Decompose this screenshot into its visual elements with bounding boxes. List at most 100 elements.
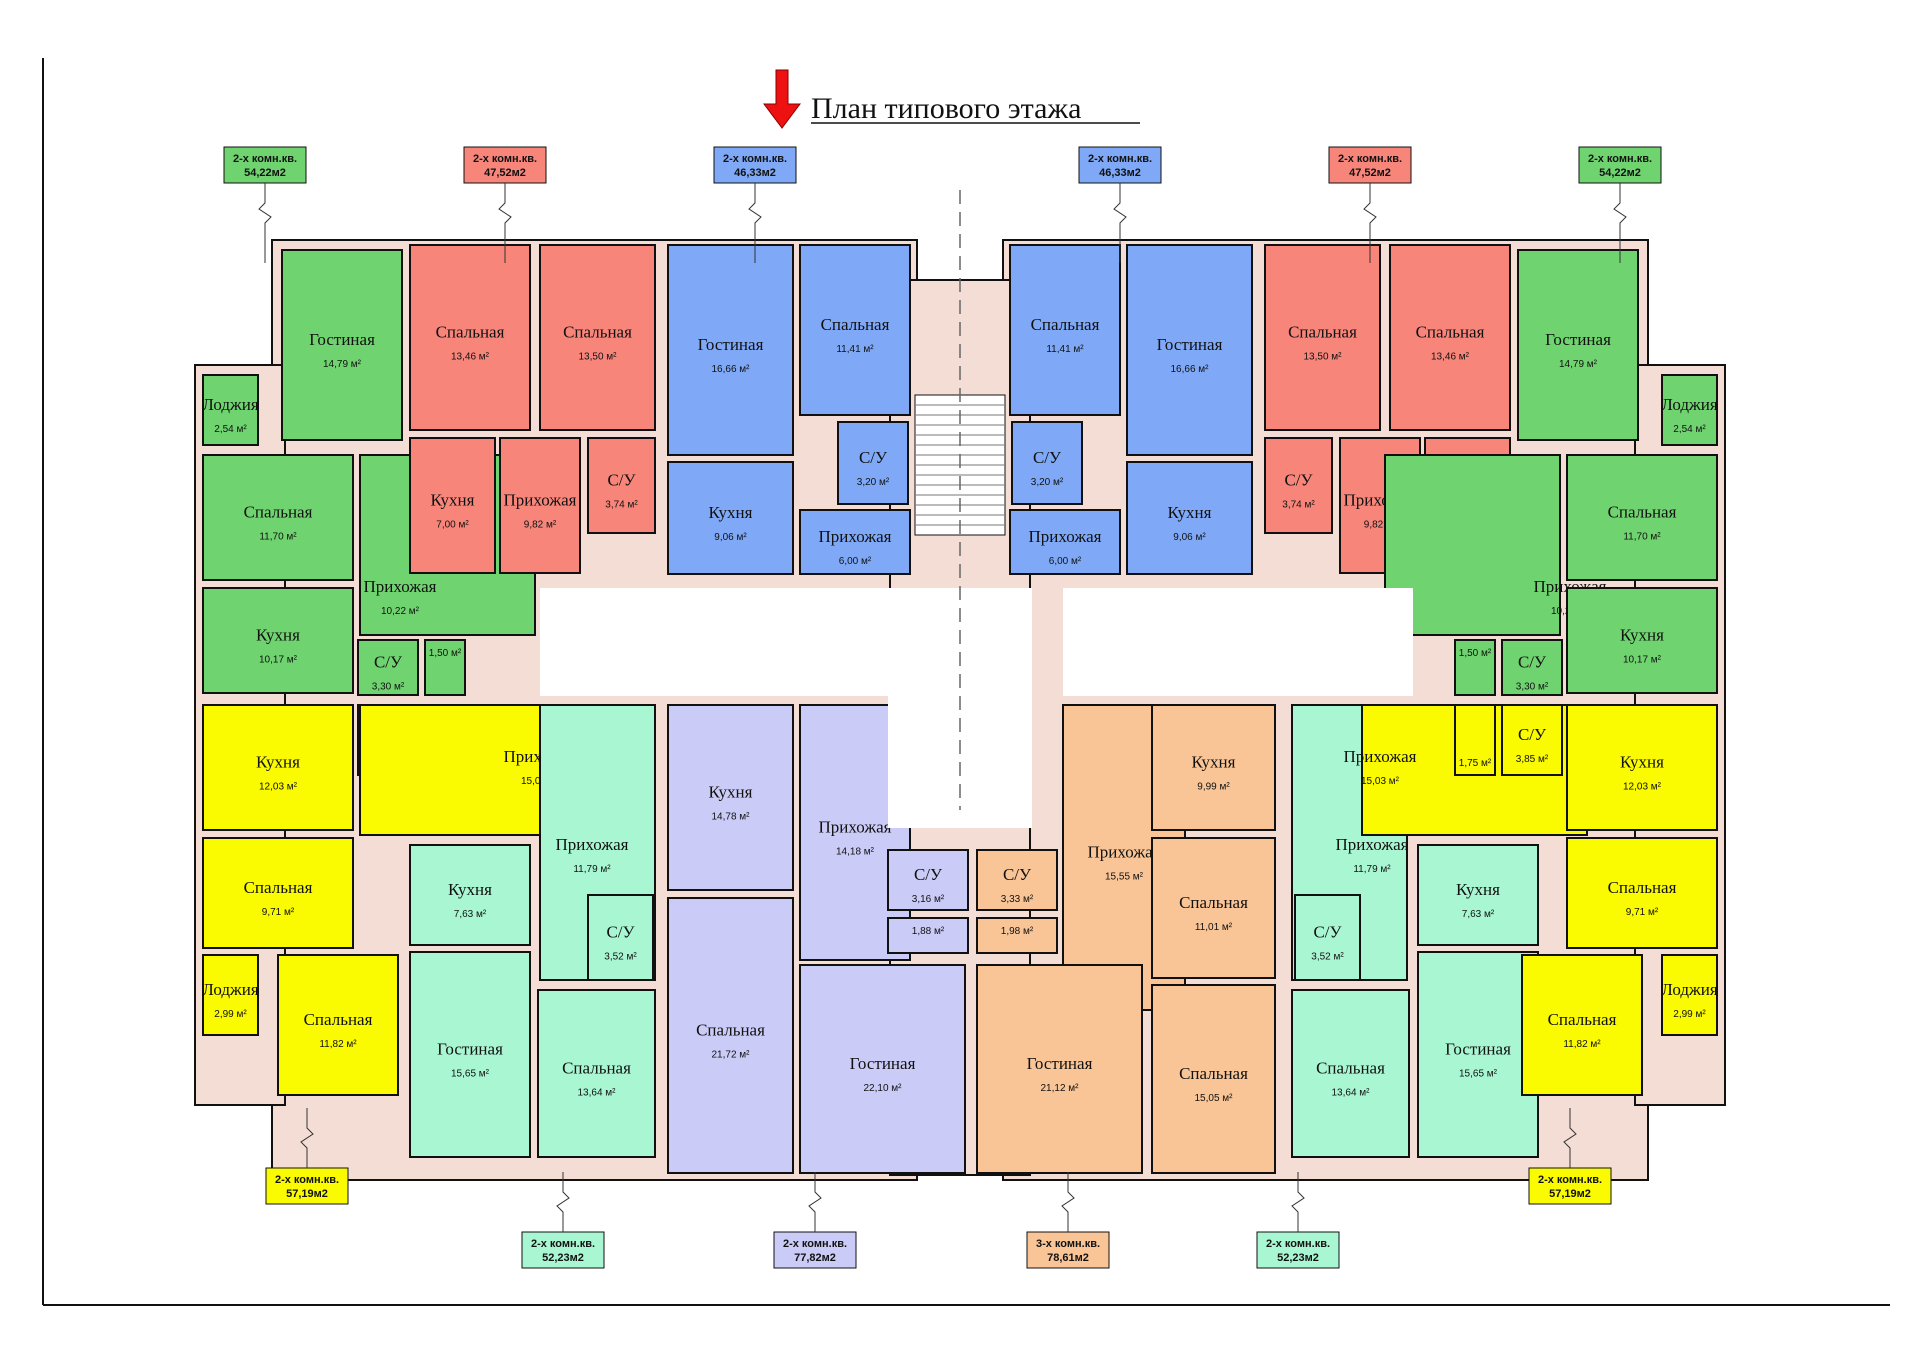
room-area: 2,99 м² [1673,1009,1706,1020]
room-fill [1151,837,1276,979]
tag-area: 47,52м2 [484,167,526,179]
room-fill [1011,421,1083,505]
room-name: Спальная [821,315,890,334]
room-fill [1264,437,1333,534]
tag-box [1528,1167,1612,1205]
room-area: 13,64 м² [1331,1088,1370,1099]
room-area: 9,82 м² [524,520,557,531]
room-br-su: С/У3,20 м² [1011,421,1083,505]
room-fill [976,849,1058,911]
tag-leader [300,1108,314,1168]
room-area: 9,71 м² [1626,907,1659,918]
room-name: Гостиная [437,1040,503,1059]
room-name: Кухня [709,503,753,522]
room-name: С/У [1033,448,1062,467]
room-area: 9,06 м² [714,532,747,543]
room-name: С/У [914,865,943,884]
room-fill [976,917,1058,954]
tag-leader [1563,1108,1577,1168]
room-fill [1661,954,1718,1036]
tag-box [1256,1231,1340,1269]
room-name: Прихожая [1336,835,1409,854]
room-name: Лоджия [202,980,259,999]
room-area: 2,54 м² [214,424,247,435]
tag-box [773,1231,857,1269]
tag-box [1578,146,1662,184]
room-name: Спальная [1031,315,1100,334]
room-area: 3,30 м² [1516,682,1549,693]
room-area: 11,82 м² [319,1039,357,1050]
room-area: 7,00 м² [436,520,469,531]
room-name: Прихожая [819,527,892,546]
room-fill [1661,374,1718,446]
room-name: Кухня [448,880,492,899]
apartment-tag-blue-left: 2-х комн.кв.46,33м2 [713,146,797,263]
room-name: С/У [1313,923,1342,942]
room-fill [1501,639,1563,696]
tag-area: 77,82м2 [794,1252,836,1264]
room-fill [1009,244,1121,416]
room-area: 11,41 м² [836,344,874,355]
room-fill [837,421,909,505]
room-name: Спальная [304,1010,373,1029]
apartment-tag-yellow-right: 2-х комн.кв.57,19м2 [1528,1108,1612,1205]
tag-box [265,1167,349,1205]
apartment-tag-mint-left: 2-х комн.кв.52,23м2 [521,1172,605,1269]
room-fill [281,249,403,441]
tag-box [1328,146,1412,184]
room-rl-spalnaya2: Спальная 13,50 м² [539,244,656,431]
room-fill [1389,244,1511,431]
room-fill [499,437,581,574]
apartment-tag-mint-right: 2-х комн.кв.52,23м2 [1256,1172,1340,1269]
room-area: 7,63 м² [454,909,487,920]
room-area: 13,50 м² [1303,352,1342,363]
room-fill [799,964,966,1174]
room-fill [1454,704,1496,776]
tag-label: 2-х комн.кв. [275,1174,339,1186]
room-area: 10,17 м² [1623,655,1662,666]
room-area: 2,54 м² [1673,424,1706,435]
tag-leader [748,183,762,263]
room-area: 14,79 м² [323,359,362,370]
room-name: Прихожая [1344,747,1417,766]
room-name: С/У [1518,653,1547,672]
room-name: Спальная [563,323,632,342]
room-area: 3,74 м² [1282,500,1315,511]
room-pc-su: С/У3,33 м² [976,849,1058,911]
room-yr-su: С/У3,85 м² [1501,704,1563,776]
room-yr-small: 1,75 м² [1454,704,1496,776]
room-fill [409,951,531,1158]
room-area: 1,50 м² [429,648,462,659]
room-fill [202,374,259,446]
room-area: 6,00 м² [839,556,872,567]
room-lv-spalnaya: Спальная 21,72 м² [667,897,794,1174]
room-fill [1521,954,1643,1096]
room-ml-kuhnya: Кухня 7,63 м² [409,844,531,946]
room-name: Гостиная [1545,330,1611,349]
room-fill [277,954,399,1096]
tag-label: 2-х комн.кв. [1588,153,1652,165]
room-area: 7,63 м² [1462,909,1495,920]
room-area: 13,50 м² [578,352,617,363]
room-name: Гостиная [1445,1040,1511,1059]
room-fill [537,989,656,1158]
room-area: 14,18 м² [836,847,875,858]
room-name: Спальная [244,503,313,522]
apartment-tag-green-left: 2-х комн.кв.54,22м2 [223,146,307,263]
room-area: 21,72 м² [711,1050,750,1061]
room-name: Спальная [696,1021,765,1040]
room-area: 15,05 м² [1194,1093,1233,1104]
